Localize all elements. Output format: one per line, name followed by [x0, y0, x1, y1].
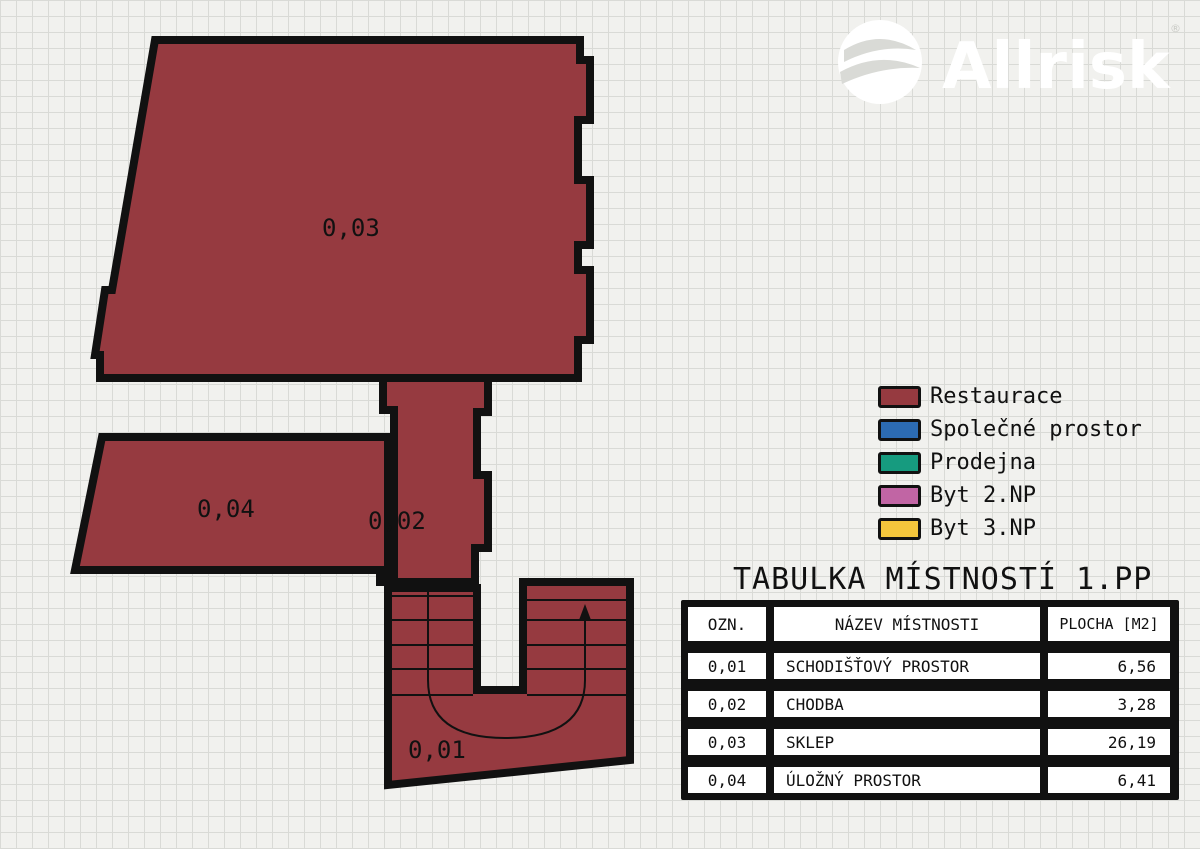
legend-label: Restaurace: [930, 384, 1063, 409]
room-table: OZN. NÁZEV MÍSTNOSTI PLOCHA [M2] 0,01 SC…: [681, 600, 1179, 800]
stair-treads: [392, 595, 626, 696]
room-label-0-03: 0,03: [322, 214, 380, 242]
legend-label: Společné prostor: [930, 417, 1142, 442]
table-cell-area: 6,41: [1046, 765, 1172, 795]
allrisk-logo-mark-icon: [838, 20, 922, 104]
stair-arrow-icon: [579, 604, 591, 620]
table-cell-name: SKLEP: [772, 727, 1042, 757]
registered-mark: ®: [1170, 22, 1181, 35]
table-cell-name: ÚLOŽNÝ PROSTOR: [772, 765, 1042, 795]
legend-swatch: [878, 418, 921, 441]
room-0-03: [90, 36, 594, 382]
table-row: 0,04 ÚLOŽNÝ PROSTOR 6,41: [684, 763, 1176, 797]
table-cell-id: 0,04: [686, 765, 768, 795]
room-label-0-01: 0,01: [408, 736, 466, 764]
table-title: TABULKA MÍSTNOSTÍ 1.PP: [733, 562, 1153, 597]
table-header-id: OZN.: [686, 605, 768, 643]
legend: Restaurace Společné prostor Prodejna Byt…: [878, 380, 1142, 545]
legend-swatch: [878, 385, 921, 408]
room-label-0-04: 0,04: [197, 495, 255, 523]
allrisk-logo: Allrisk ®: [838, 20, 1181, 104]
room-0-04: [70, 433, 392, 586]
legend-item-byt-2np: Byt 2.NP: [878, 479, 1142, 512]
table-header-area: PLOCHA [M2]: [1046, 605, 1172, 643]
legend-item-prodejna: Prodejna: [878, 446, 1142, 479]
table-cell-area: 6,56: [1046, 651, 1172, 681]
room-0-02: [379, 374, 492, 586]
table-cell-area: 26,19: [1046, 727, 1172, 757]
room-label-0-02: 0,02: [368, 507, 426, 535]
table-cell-area: 3,28: [1046, 689, 1172, 719]
table-cell-id: 0,02: [686, 689, 768, 719]
legend-label: Byt 2.NP: [930, 483, 1036, 508]
table-row: 0,01 SCHODIŠŤOVÝ PROSTOR 6,56: [684, 649, 1176, 683]
table-header-row: OZN. NÁZEV MÍSTNOSTI PLOCHA [M2]: [684, 603, 1176, 645]
table-cell-id: 0,03: [686, 727, 768, 757]
legend-swatch: [878, 517, 921, 540]
legend-item-restaurace: Restaurace: [878, 380, 1142, 413]
legend-item-spolecne-prostory: Společné prostor: [878, 413, 1142, 446]
table-row: 0,02 CHODBA 3,28: [684, 687, 1176, 721]
stair-direction-line: [427, 590, 586, 740]
table-header-name: NÁZEV MÍSTNOSTI: [772, 605, 1042, 643]
table-cell-id: 0,01: [686, 651, 768, 681]
legend-label: Byt 3.NP: [930, 516, 1036, 541]
legend-item-byt-3np: Byt 3.NP: [878, 512, 1142, 545]
legend-label: Prodejna: [930, 450, 1036, 475]
room-0-01: [384, 578, 634, 790]
table-cell-name: CHODBA: [772, 689, 1042, 719]
table-cell-name: SCHODIŠŤOVÝ PROSTOR: [772, 651, 1042, 681]
table-row: 0,03 SKLEP 26,19: [684, 725, 1176, 759]
legend-swatch: [878, 484, 921, 507]
allrisk-logo-text: Allrisk: [942, 30, 1171, 104]
legend-swatch: [878, 451, 921, 474]
